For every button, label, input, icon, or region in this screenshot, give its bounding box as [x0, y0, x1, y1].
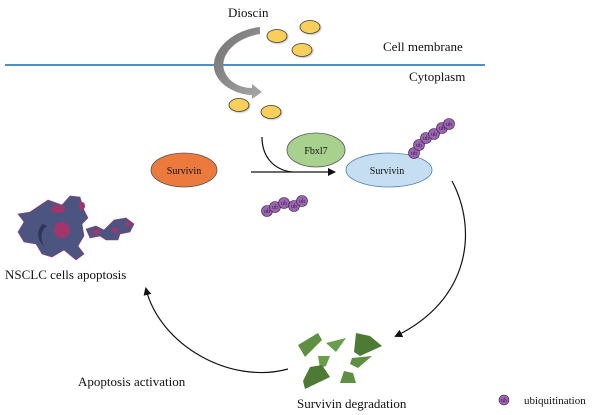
dioscin-molecule	[260, 105, 282, 119]
cell-body	[17, 195, 89, 261]
dioscin-molecule	[291, 43, 313, 57]
cell-spot	[92, 229, 100, 235]
ubiquitin-bead-label: ub	[299, 199, 305, 205]
cell-fragment	[85, 217, 135, 241]
cell-nucleus-crescent	[38, 224, 47, 246]
legend-ub-icon-text: ub	[501, 398, 507, 404]
cell-spot	[54, 222, 70, 238]
dioscin-molecule	[299, 20, 321, 34]
ubiquitin-bead-label: ub	[291, 204, 297, 210]
legend-ub-icon	[498, 394, 510, 406]
dioscin-molecules-intracellular	[228, 98, 282, 119]
dioscin-molecules-extracellular	[266, 20, 321, 57]
survivin-degradation-label: Survivin degradation	[297, 396, 407, 411]
ubiquitin-bead-label: ub	[264, 209, 270, 215]
ubiquitin-bead-label: ub	[431, 132, 437, 138]
ubiquitin-bead-label: ub	[272, 205, 278, 211]
cell-spot	[112, 227, 118, 233]
fbxl7-joining-curve	[261, 136, 293, 173]
survivin-node-left: Survivin	[150, 152, 218, 188]
nsclc-apoptosis-label: NSCLC cells apoptosis	[5, 267, 126, 282]
cell-spot	[51, 205, 65, 213]
fragment	[303, 365, 330, 389]
apoptosis-activation-label: Apoptosis activation	[78, 374, 186, 389]
cytoplasm-label: Cytoplasm	[409, 69, 465, 84]
apoptotic-cell-small	[85, 217, 135, 241]
fragment	[318, 356, 330, 368]
legend: ub ubiquitination	[498, 394, 586, 407]
ubiquitin-bead	[413, 139, 425, 151]
fragment	[298, 333, 322, 357]
dioscin-molecule	[266, 29, 288, 43]
ubiquitin-bead-label: ub	[416, 143, 422, 149]
cell-membrane-label: Cell membrane	[383, 39, 463, 54]
survivin-left-label: Survivin	[167, 166, 201, 177]
ubiquitin-bead-label: ub	[411, 151, 417, 157]
ubiquitin-bead	[443, 118, 455, 130]
survivin-node-right: Survivin	[345, 152, 433, 188]
ubiquitin-bead-label: ub	[281, 201, 287, 207]
survivin-fragments	[298, 333, 382, 389]
dioscin-entry-arrow	[213, 27, 262, 99]
ubiquitin-bead	[428, 128, 440, 140]
apoptotic-cell-large	[17, 195, 89, 261]
ubiquitin-bead-label: ub	[446, 122, 452, 128]
ubiquitin-bead-label: ub	[439, 126, 445, 132]
degradation-arrow	[394, 180, 467, 337]
cell-spot	[79, 202, 85, 210]
fragment	[326, 338, 346, 352]
fragment	[354, 333, 382, 356]
fragment	[350, 356, 372, 368]
fbxl7-node: Fbxl7	[286, 132, 346, 168]
survivin-right-label: Survivin	[370, 166, 404, 177]
ubiquitin-bead	[296, 195, 308, 207]
dioscin-molecule	[228, 98, 250, 112]
ubiquitin-bead-label: ub	[423, 136, 429, 142]
dioscin-label: Dioscin	[228, 5, 269, 20]
legend-label: ubiquitination	[524, 395, 586, 407]
fbxl7-label: Fbxl7	[304, 146, 327, 157]
apoptosis-activation-arrow	[143, 287, 289, 374]
cell-spot	[125, 221, 131, 227]
fragment	[340, 371, 356, 383]
